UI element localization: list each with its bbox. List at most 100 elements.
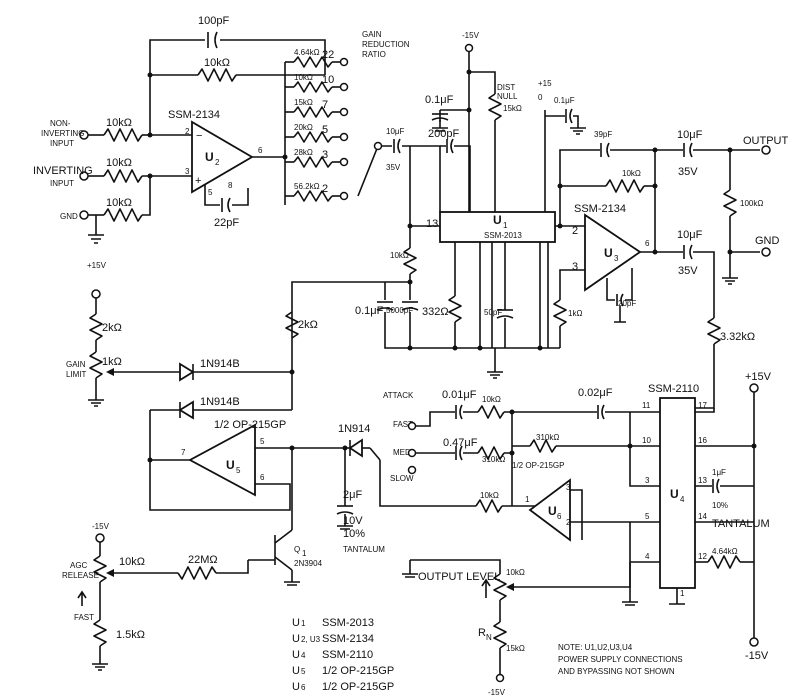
ladder-ratio-label: 2 [322,183,328,195]
note-line2: POWER SUPPLY CONNECTIONS [558,655,683,664]
pin-u6-1: 1 [525,495,530,504]
terminal-minus15-agc[interactable] [95,533,105,543]
wire-caps-bottom [384,282,560,349]
note-line1: NOTE: U1,U2,U3,U4 [558,643,633,652]
op215-u5-label: 1/2 OP-215GP [214,419,286,431]
r100k-label: 100kΩ [740,199,763,208]
gain-reduction-label2: REDUCTION [362,40,410,49]
legend-ref: U [292,617,300,629]
c10u-in-label: 10μF [386,127,405,136]
u1-label: U [493,213,502,227]
terminal-minus15-bottom[interactable] [495,673,505,683]
legend-part: 1/2 OP-215GP [322,681,394,693]
junction [537,345,543,351]
r10k-in1-label: 10kΩ [106,117,132,129]
plus15-right-label: +15V [745,371,772,383]
cap-1u-plate2 [716,478,720,494]
terminal-minus15-top[interactable] [464,43,474,53]
legend-part: SSM-2110 [322,649,373,661]
c001u-label: 0.01μF [442,389,477,401]
pot-10k-output-level[interactable] [493,573,507,601]
ratio-tap-terminal[interactable] [339,157,349,167]
tantalum-mid-label: TANTALUM [343,545,385,554]
terminal-minus15-right[interactable] [749,637,759,647]
diode-d3 [348,438,363,458]
legend-part: SSM-2013 [322,617,374,629]
u3-sub: 3 [614,254,619,263]
wire-u4-left [622,411,660,606]
res-1k-u3 [553,299,567,327]
u3-label: U [604,246,613,260]
wire-attack-common [379,460,476,507]
ladder-resistor-label: 15kΩ [294,98,313,107]
ladder-resistor [293,106,333,118]
junction [466,107,472,113]
junction [652,249,658,255]
d1-label: 1N914B [200,358,240,370]
inverting-label: INVERTING [33,165,93,177]
wire-output-level [410,559,501,574]
res-10k-gnd [103,208,143,222]
opamp-u5 [188,423,256,497]
ladder-ratio-label: 7 [322,99,328,111]
res-2k-mid [285,311,299,339]
r10k-gnd-label: 10kΩ [106,197,132,209]
ladder-resistor-label: 20kΩ [294,123,313,132]
output-level-label: OUTPUT LEVEL [418,571,500,583]
res-310k-b [477,446,505,460]
pot-10k-agc[interactable] [93,555,107,583]
res-15k-dist [488,93,502,121]
switch-fast[interactable] [407,421,417,431]
terminal-gnd-right[interactable] [761,247,771,257]
d2-label: 1N914B [200,396,240,408]
pin-u4-16: 16 [698,436,707,445]
c10u-in-v-label: 35V [386,163,401,172]
pin-u3-6: 6 [645,239,650,248]
gain-limit-label2: LIMIT [66,370,87,379]
wire-u6-pins [570,489,630,540]
r10k-fast-label: 10kΩ [482,395,501,404]
ratio-selector-pivot[interactable] [373,141,383,151]
wire-u4-17 [695,408,715,413]
wire-u1-bottom [479,242,506,348]
terminal-plus15-right[interactable] [749,383,759,393]
r464k-label: 4.64kΩ [712,547,738,556]
pin-u1-13: 13 [426,218,438,230]
pin-u5-5: 5 [260,437,265,446]
ratio-tap-terminal[interactable] [339,107,349,117]
res-10k-fb [197,68,237,82]
agc-wiper-arrow [106,569,114,577]
c01u-small-label: 0.1μF [554,96,575,105]
wire-small-cap [545,115,579,128]
fast-label: FAST [393,420,413,429]
pot-1k-gain[interactable] [89,351,103,379]
cap-047u-plate2 [459,445,463,461]
q1-sub: 1 [302,549,307,558]
ground-2u [337,514,353,530]
slow-label: SLOW [390,474,414,483]
ratio-tap-terminal[interactable] [339,57,349,67]
ladder-ratio-label: 5 [322,124,328,136]
vca-u1: U 1 SSM-2013 13 10μF 35V 200pF -15V 0.1μ… [291,31,586,379]
terminal-gain-limit-top[interactable] [91,289,101,299]
ratio-selector-wiper[interactable] [357,145,379,197]
u5-label: U [226,458,235,472]
res-10k-fast [477,405,505,419]
pin-u4-11: 11 [642,401,651,410]
attack-selector-wiper[interactable] [369,447,381,461]
ratio-tap-terminal[interactable] [339,191,349,201]
ladder-resistor [293,56,333,68]
terminal-output[interactable] [761,145,771,155]
switch-med[interactable] [407,448,417,458]
switch-slow[interactable] [407,465,417,475]
junction [557,223,563,229]
r1k-u3-label: 1kΩ [568,309,582,318]
terminal-gnd-left[interactable] [79,210,89,220]
pin-u1-3: 3 [572,261,578,273]
ratio-tap-terminal[interactable] [339,82,349,92]
minus15-agc-label: -15V [92,522,110,531]
ratio-tap-terminal[interactable] [339,132,349,142]
